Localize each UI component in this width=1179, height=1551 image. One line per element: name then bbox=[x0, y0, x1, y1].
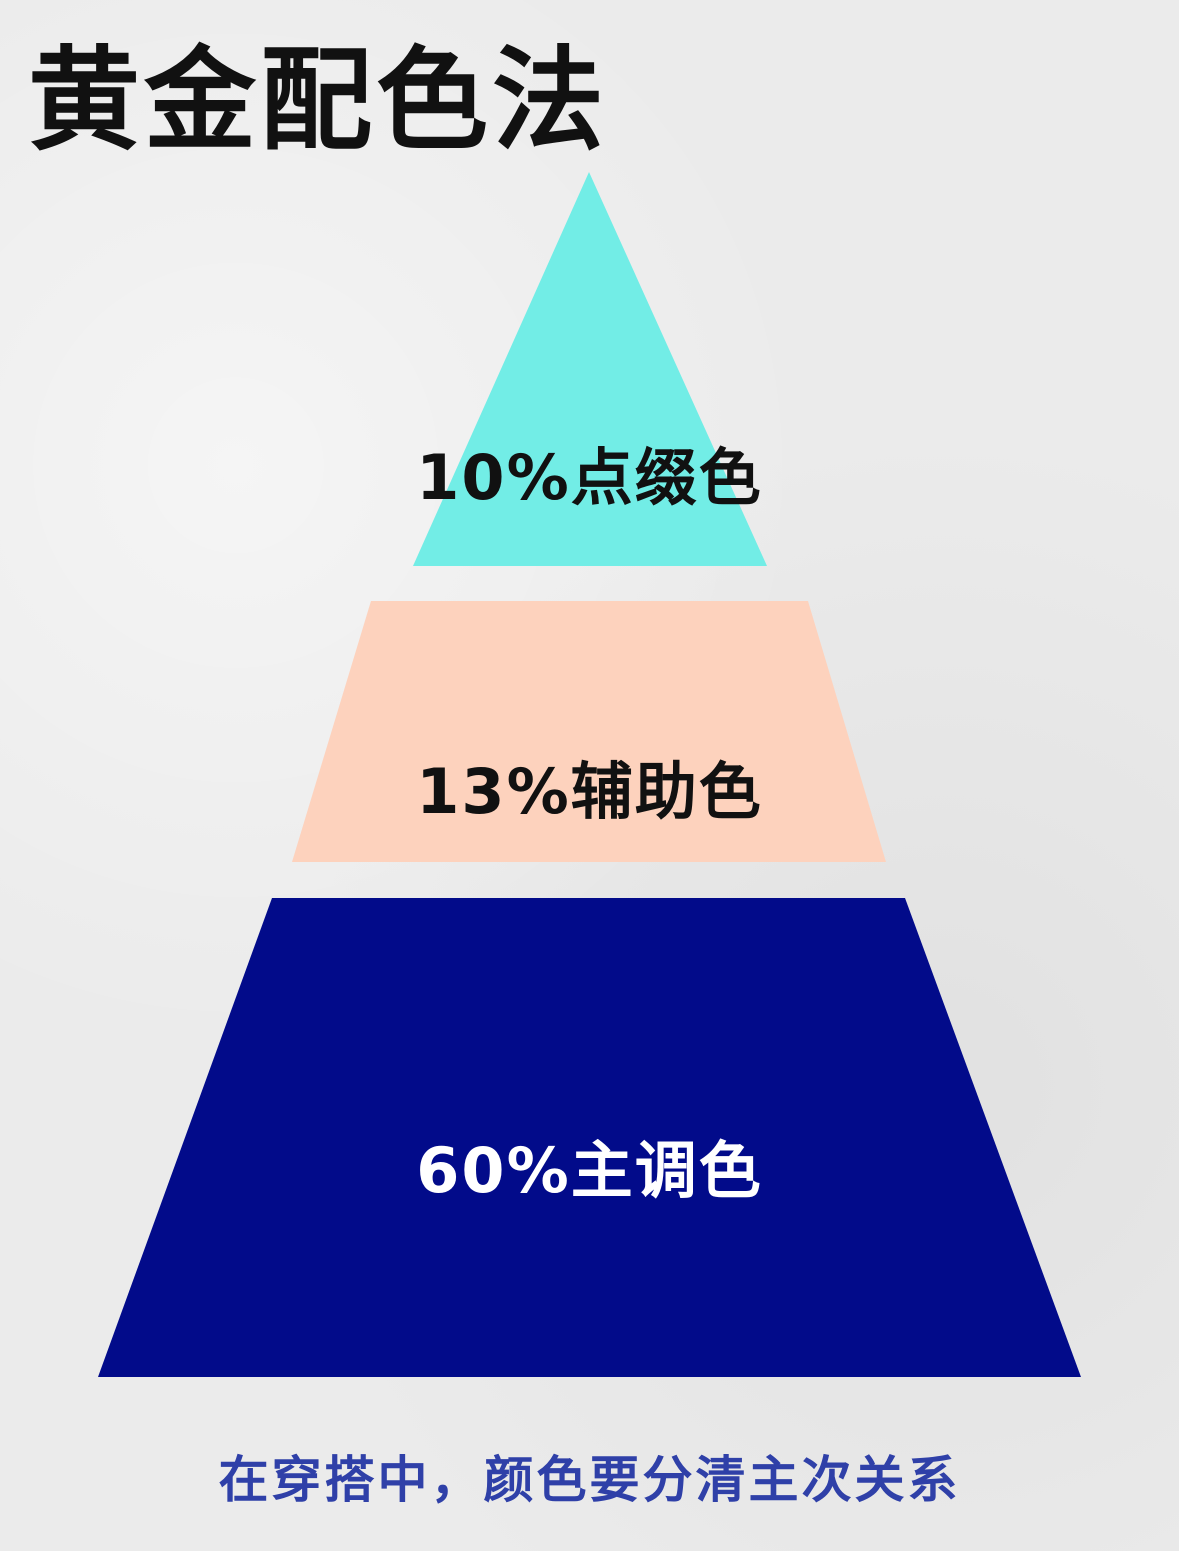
footer-caption: 在穿搭中，颜色要分清主次关系 bbox=[218, 1451, 961, 1509]
page-title: 黄金配色法 bbox=[28, 36, 608, 166]
tier-secondary bbox=[292, 601, 886, 862]
tier-main-label: 60%主调色 bbox=[416, 1134, 763, 1207]
tier-accent bbox=[413, 172, 767, 566]
tier-main bbox=[98, 898, 1081, 1377]
tier-accent-label: 10%点缀色 bbox=[416, 441, 763, 514]
tier-secondary-label: 13%辅助色 bbox=[416, 755, 763, 828]
